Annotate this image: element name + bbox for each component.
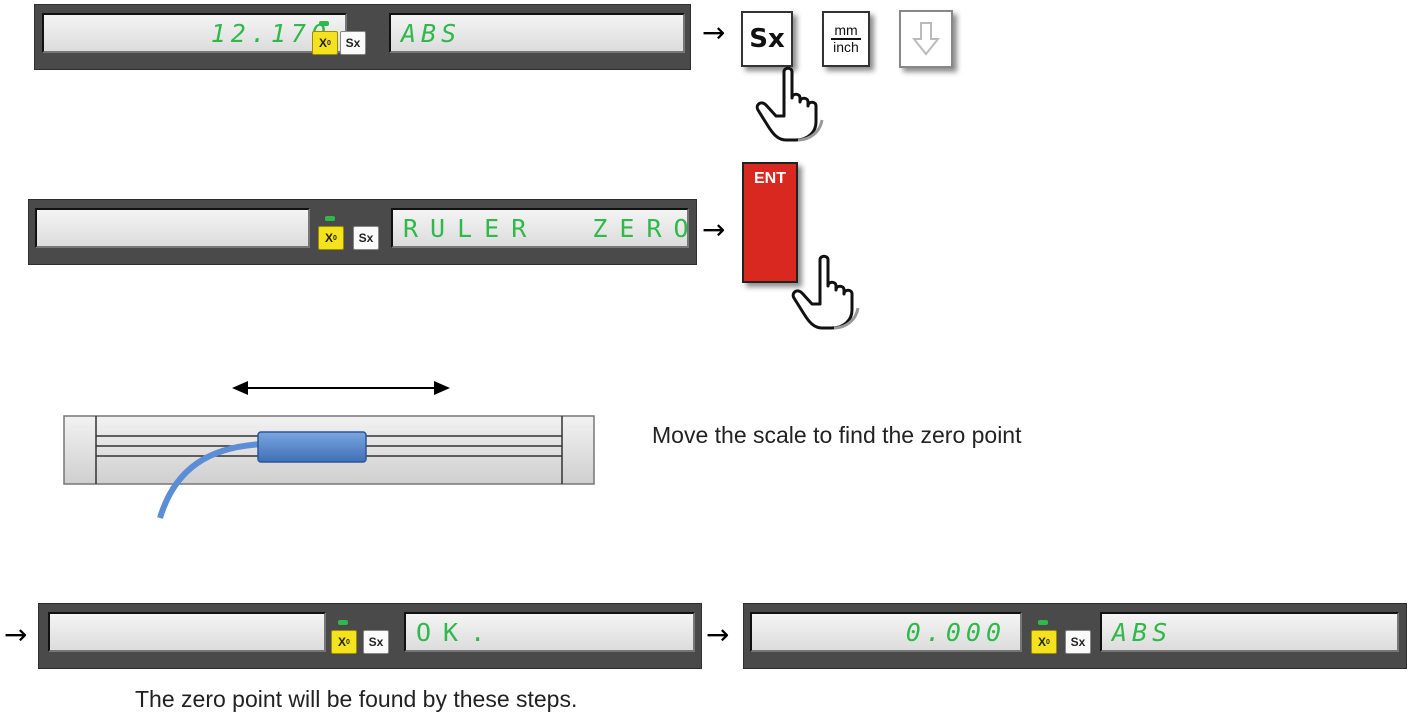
message-display: RULER ZERO [391,208,689,248]
footer-caption: The zero point will be found by these st… [135,686,578,712]
arrow-right-icon: → [702,16,726,49]
sx-key[interactable]: Sx [340,31,366,55]
arrow-right-icon: → [4,618,28,651]
message-display: OK. [404,612,695,652]
axis-display: 0.000 [750,612,1022,652]
pointing-hand-icon [755,66,824,142]
x-zero-led [338,620,348,625]
arrow-right-icon: → [706,618,730,651]
mm-inch-button[interactable]: mm inch [822,11,870,67]
message-display: ABS [1100,612,1399,652]
arrow-right-icon: → [702,213,726,246]
double-arrow-icon [232,381,450,395]
sx-key[interactable]: Sx [353,226,379,250]
x-zero-led [325,216,335,221]
ruler-caption: Move the scale to find the zero point [652,422,1022,448]
unit-inch-label: inch [833,39,859,55]
message-text: ABS [401,18,462,48]
axis-display [35,208,310,248]
message-text: OK. [416,617,498,647]
axis-display [48,612,326,652]
x-zero-led [1038,620,1048,625]
message-text: ABS [1112,617,1173,647]
enter-button[interactable]: ENT [742,162,798,283]
sx-key[interactable]: Sx [1065,630,1091,654]
axis-value: 12.170 [210,18,331,48]
axis-value: 0.000 [905,617,1006,647]
unit-mm-label: mm [831,23,861,40]
message-display: ABS [389,13,685,53]
message-text: RULER ZERO [403,213,701,243]
sx-key[interactable]: Sx [363,630,389,654]
down-button[interactable] [899,10,953,68]
axis-display: 12.170 [42,13,347,53]
pointing-hand-icon [791,254,860,330]
x-zero-led [319,21,329,26]
linear-scale-illustration [63,381,595,519]
sx-button[interactable]: Sx [741,11,793,67]
down-arrow-icon [912,22,940,56]
